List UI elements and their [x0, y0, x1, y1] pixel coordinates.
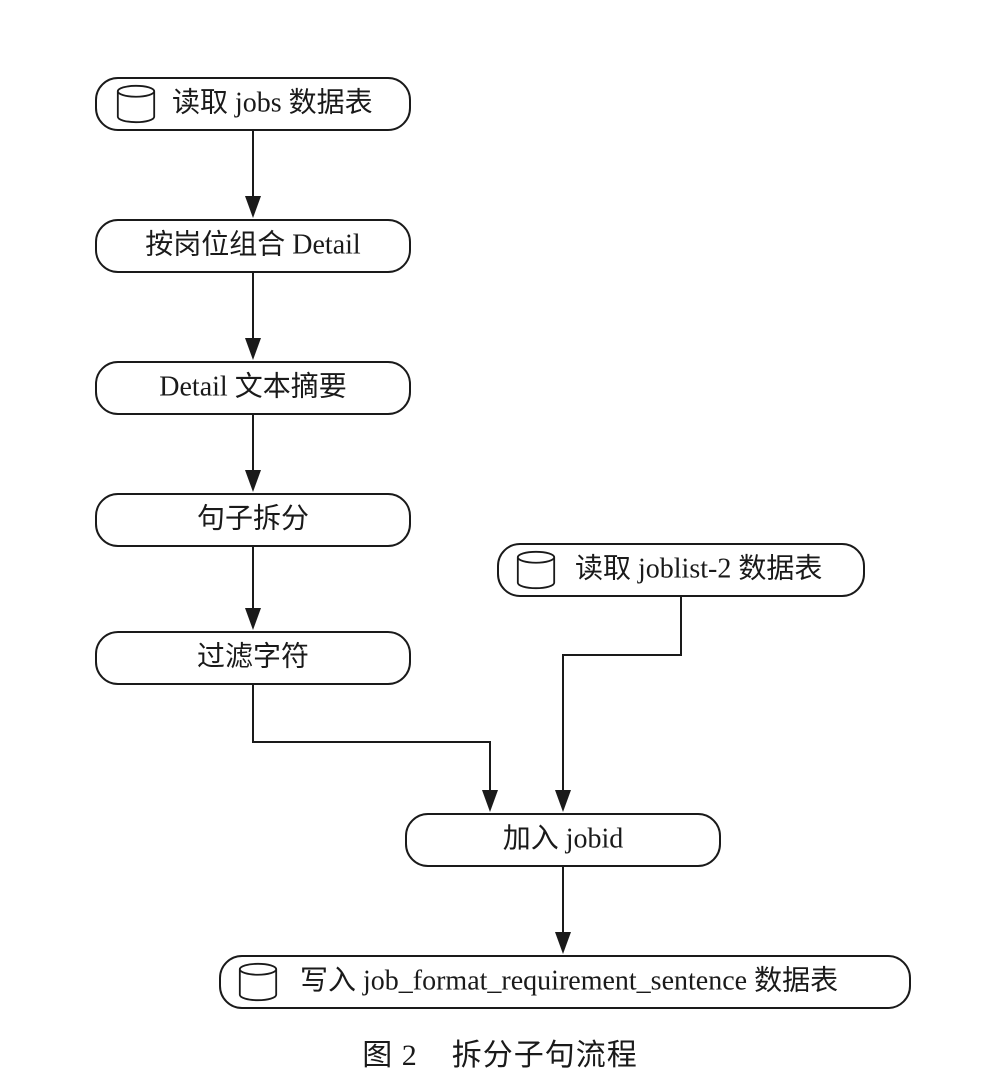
edge-line	[562, 596, 682, 792]
edge-read-jobs-to-group-detail	[245, 130, 261, 218]
node-box	[405, 813, 721, 867]
node-add-jobid: 加入 jobid	[405, 813, 721, 867]
node-label: Detail 文本摘要	[159, 370, 346, 402]
node-box	[95, 361, 411, 415]
arrowhead	[555, 932, 571, 954]
arrowhead	[482, 790, 498, 812]
arrowhead	[245, 338, 261, 360]
edge-line	[252, 684, 491, 792]
arrowhead	[555, 790, 571, 812]
database-icon	[516, 550, 556, 590]
edge-split-to-filter	[245, 546, 261, 630]
figure-title: 拆分子句流程	[451, 1039, 638, 1072]
node-group-detail: 按岗位组合 Detail	[95, 219, 411, 273]
node-summarize: Detail 文本摘要	[95, 361, 411, 415]
arrowhead	[245, 196, 261, 218]
node-label: 按岗位组合 Detail	[145, 228, 361, 260]
node-box	[95, 631, 411, 685]
node-box	[219, 955, 911, 1009]
node-label: 读取 joblist-2 数据表	[575, 552, 822, 584]
node-read-joblist: 读取 joblist-2 数据表	[497, 543, 865, 597]
node-read-jobs: 读取 jobs 数据表	[95, 77, 411, 131]
database-icon	[116, 84, 156, 124]
arrowhead	[245, 608, 261, 630]
node-label: 读取 jobs 数据表	[172, 86, 373, 118]
node-box	[95, 77, 411, 131]
node-split: 句子拆分	[95, 493, 411, 547]
edge-summarize-to-split	[245, 414, 261, 492]
node-label: 加入 jobid	[503, 823, 624, 854]
node-box	[497, 543, 865, 597]
node-write: 写入 job_format_requirement_sentence 数据表	[219, 955, 911, 1009]
edge-read-joblist-to-add-jobid	[555, 596, 682, 812]
node-label: 写入 job_format_requirement_sentence 数据表	[300, 964, 838, 996]
node-label: 过滤字符	[197, 640, 309, 672]
figure-caption: 图 2 拆分子句流程	[0, 1030, 1000, 1074]
figure-number: 图 2	[362, 1039, 418, 1072]
edge-add-jobid-to-write	[555, 866, 571, 954]
edge-filter-to-add-jobid	[252, 684, 498, 812]
node-box	[95, 493, 411, 547]
edges-layer	[245, 130, 682, 954]
node-label: 句子拆分	[197, 502, 309, 534]
node-box	[95, 219, 411, 273]
edge-group-detail-to-summarize	[245, 272, 261, 360]
node-filter: 过滤字符	[95, 631, 411, 685]
arrowhead	[245, 470, 261, 492]
database-icon	[238, 962, 278, 1002]
